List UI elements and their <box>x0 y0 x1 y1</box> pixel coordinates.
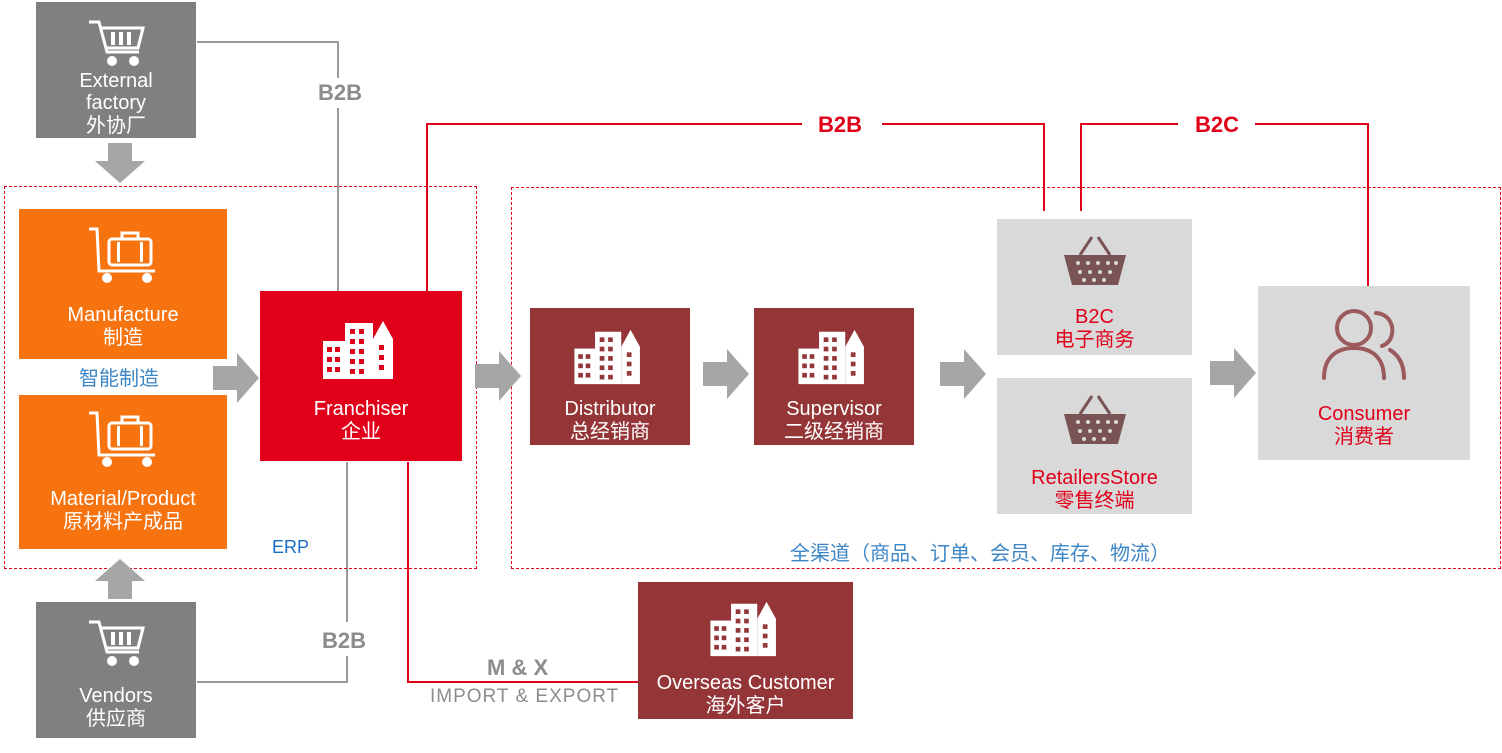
b2c-ecommerce-box: B2C 电子商务 <box>997 219 1192 355</box>
buildings-icon <box>323 321 393 379</box>
b2c-red-label: B2C <box>1195 112 1240 137</box>
external-factory-line3: 外协厂 <box>86 114 146 137</box>
basket-icon <box>1063 395 1126 444</box>
b2b-top-gray-line <box>197 41 339 78</box>
b2c-ecommerce-zh: 电子商务 <box>1054 328 1135 351</box>
basket-icon <box>1063 236 1126 285</box>
cart-icon <box>89 620 145 666</box>
b2b-bottom-gray-label: B2B <box>322 628 367 653</box>
arrow-down-icon <box>95 143 145 183</box>
manufacture-en: Manufacture <box>67 304 179 327</box>
external-factory-line1: External <box>79 69 153 92</box>
b2b-red-label: B2B <box>818 112 863 137</box>
material-product-box: Material/Product 原材料产成品 <box>19 395 227 549</box>
external-factory-line2: factory <box>85 92 147 115</box>
b2b-top-gray-label: B2B <box>318 80 363 105</box>
buildings-icon <box>798 329 864 385</box>
mx-red-line <box>407 462 638 683</box>
material-product-en: Material/Product <box>50 488 196 511</box>
import-export-label: IMPORT & EXPORT <box>430 686 620 707</box>
supervisor-zh: 二级经销商 <box>784 420 884 443</box>
vendors-zh: 供应商 <box>86 707 146 730</box>
consumer-zh: 消费者 <box>1334 425 1394 448</box>
b2c-red-line-right <box>1255 123 1369 286</box>
arrow-right-icon <box>940 349 986 399</box>
arrow-right-icon <box>1210 348 1256 398</box>
b2c-ecommerce-en: B2C <box>1075 306 1114 329</box>
cart-icon <box>89 20 145 66</box>
arrow-up-icon <box>95 559 145 599</box>
buildings-icon <box>574 329 640 385</box>
distributor-en: Distributor <box>564 398 656 421</box>
supervisor-en: Supervisor <box>786 398 882 421</box>
retailers-store-box: RetailersStore 零售终端 <box>997 378 1192 514</box>
external-factory-box: External factory 外协厂 <box>36 2 196 138</box>
distributor-box: Distributor 总经销商 <box>530 308 690 445</box>
b2b-red-line-left <box>426 123 802 291</box>
arrow-right-icon <box>475 351 521 401</box>
consumer-box: Consumer 消费者 <box>1258 286 1470 460</box>
buildings-icon <box>709 601 776 657</box>
franchiser-en: Franchiser <box>313 398 409 421</box>
arrow-right-icon <box>703 349 749 399</box>
overseas-customer-box: Overseas Customer 海外客户 <box>638 582 853 719</box>
luggage-cart-icon <box>89 227 155 283</box>
franchiser-box: Franchiser 企业 <box>260 291 462 461</box>
consumer-en: Consumer <box>1317 403 1411 426</box>
b2b-bottom-gray-line-lower <box>197 656 348 683</box>
overseas-customer-en: Overseas Customer <box>656 672 835 695</box>
vendors-en: Vendors <box>79 685 153 708</box>
b2c-red-line-left <box>1080 123 1178 211</box>
b2b-red-line-right <box>882 123 1045 211</box>
franchiser-zh: 企业 <box>341 420 381 443</box>
vendors-box: Vendors 供应商 <box>36 602 196 738</box>
distributor-zh: 总经销商 <box>570 420 650 443</box>
retailers-store-en: RetailersStore <box>1031 467 1158 490</box>
luggage-cart-icon <box>89 411 155 467</box>
supervisor-box: Supervisor 二级经销商 <box>754 308 914 445</box>
smart-manufacturing-label: 智能制造 <box>79 368 159 390</box>
omni-channel-label: 全渠道（商品、订单、会员、库存、物流） <box>790 543 1170 565</box>
arrow-right-icon <box>213 353 259 403</box>
overseas-customer-zh: 海外客户 <box>705 694 786 717</box>
user-group-icon <box>1322 309 1406 380</box>
manufacture-box: Manufacture 制造 <box>19 209 227 359</box>
erp-label: ERP <box>272 537 310 557</box>
mx-label: M & X <box>487 655 549 680</box>
manufacture-zh: 制造 <box>103 326 143 349</box>
material-product-zh: 原材料产成品 <box>63 510 183 533</box>
retailers-store-zh: 零售终端 <box>1054 489 1135 512</box>
